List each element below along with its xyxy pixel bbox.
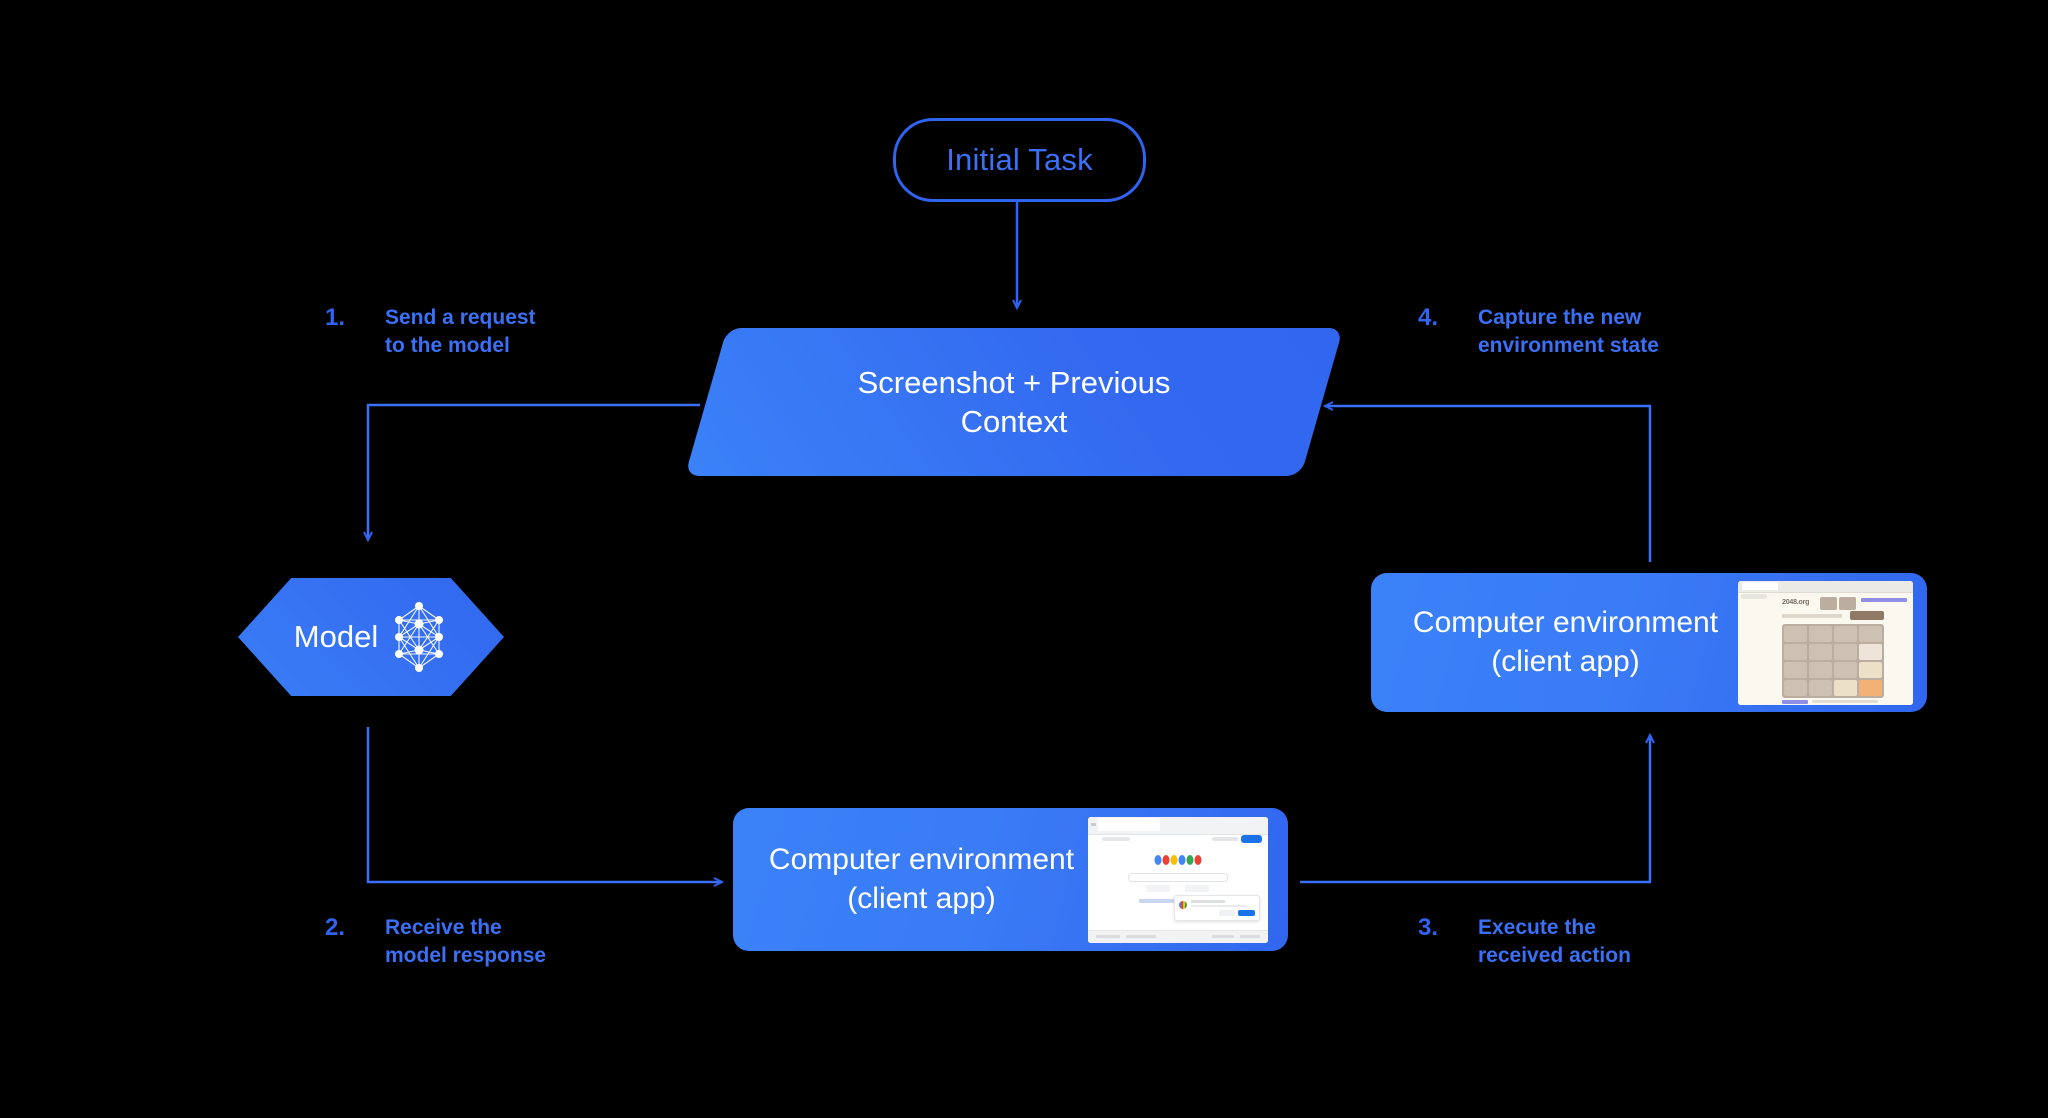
env-right-label: Computer environment (client app) (1371, 604, 1738, 681)
step-4-number: 4. (1418, 304, 1439, 331)
step-2-number: 2. (325, 914, 346, 941)
env-bottom-label-line2: (client app) (847, 881, 996, 915)
game-2048-board (1782, 623, 1884, 698)
context-label-line1: Screenshot + Previous (857, 364, 1171, 400)
step-label-3: 3. Execute the received action (1418, 914, 1631, 970)
thumb-2048-site: 2048.org (1782, 598, 1810, 606)
step-label-1: 1. Send a request to the model (325, 304, 536, 360)
node-screenshot-previous-context[interactable]: Screenshot + Previous Context (684, 328, 1344, 476)
initial-task-label: Initial Task (946, 142, 1093, 177)
env-right-label-line1: Computer environment (1412, 606, 1719, 640)
thumbnail-google-search (1088, 816, 1268, 943)
neural-network-icon (390, 600, 448, 674)
step-2-text: Receive the model response (385, 916, 547, 967)
google-logo-icon (1154, 854, 1202, 865)
step-label-4: 4. Capture the new environment state (1418, 304, 1659, 360)
env-right-label-line2: (client app) (1491, 644, 1640, 678)
node-computer-environment-right[interactable]: Computer environment (client app) 2048.o… (1371, 573, 1927, 712)
step-1-number: 1. (325, 304, 346, 331)
env-bottom-label-line1: Computer environment (768, 843, 1075, 877)
step-3-number: 3. (1418, 914, 1439, 941)
env-bottom-label: Computer environment (client app) (733, 841, 1088, 918)
model-label: Model (293, 619, 379, 654)
step-1-text: Send a request to the model (385, 306, 536, 357)
context-label-line2: Context (960, 404, 1068, 439)
step-label-2: 2. Receive the model response (325, 914, 546, 970)
node-model[interactable]: Model (238, 578, 504, 696)
thumbnail-2048-game: 2048.org (1738, 580, 1913, 705)
context-label: Screenshot + Previous Context (706, 328, 1322, 476)
node-computer-environment-bottom[interactable]: Computer environment (client app) (733, 808, 1288, 951)
node-initial-task[interactable]: Initial Task (893, 118, 1146, 202)
step-4-text: Capture the new environment state (1478, 306, 1659, 357)
step-3-text: Execute the received action (1478, 916, 1631, 967)
